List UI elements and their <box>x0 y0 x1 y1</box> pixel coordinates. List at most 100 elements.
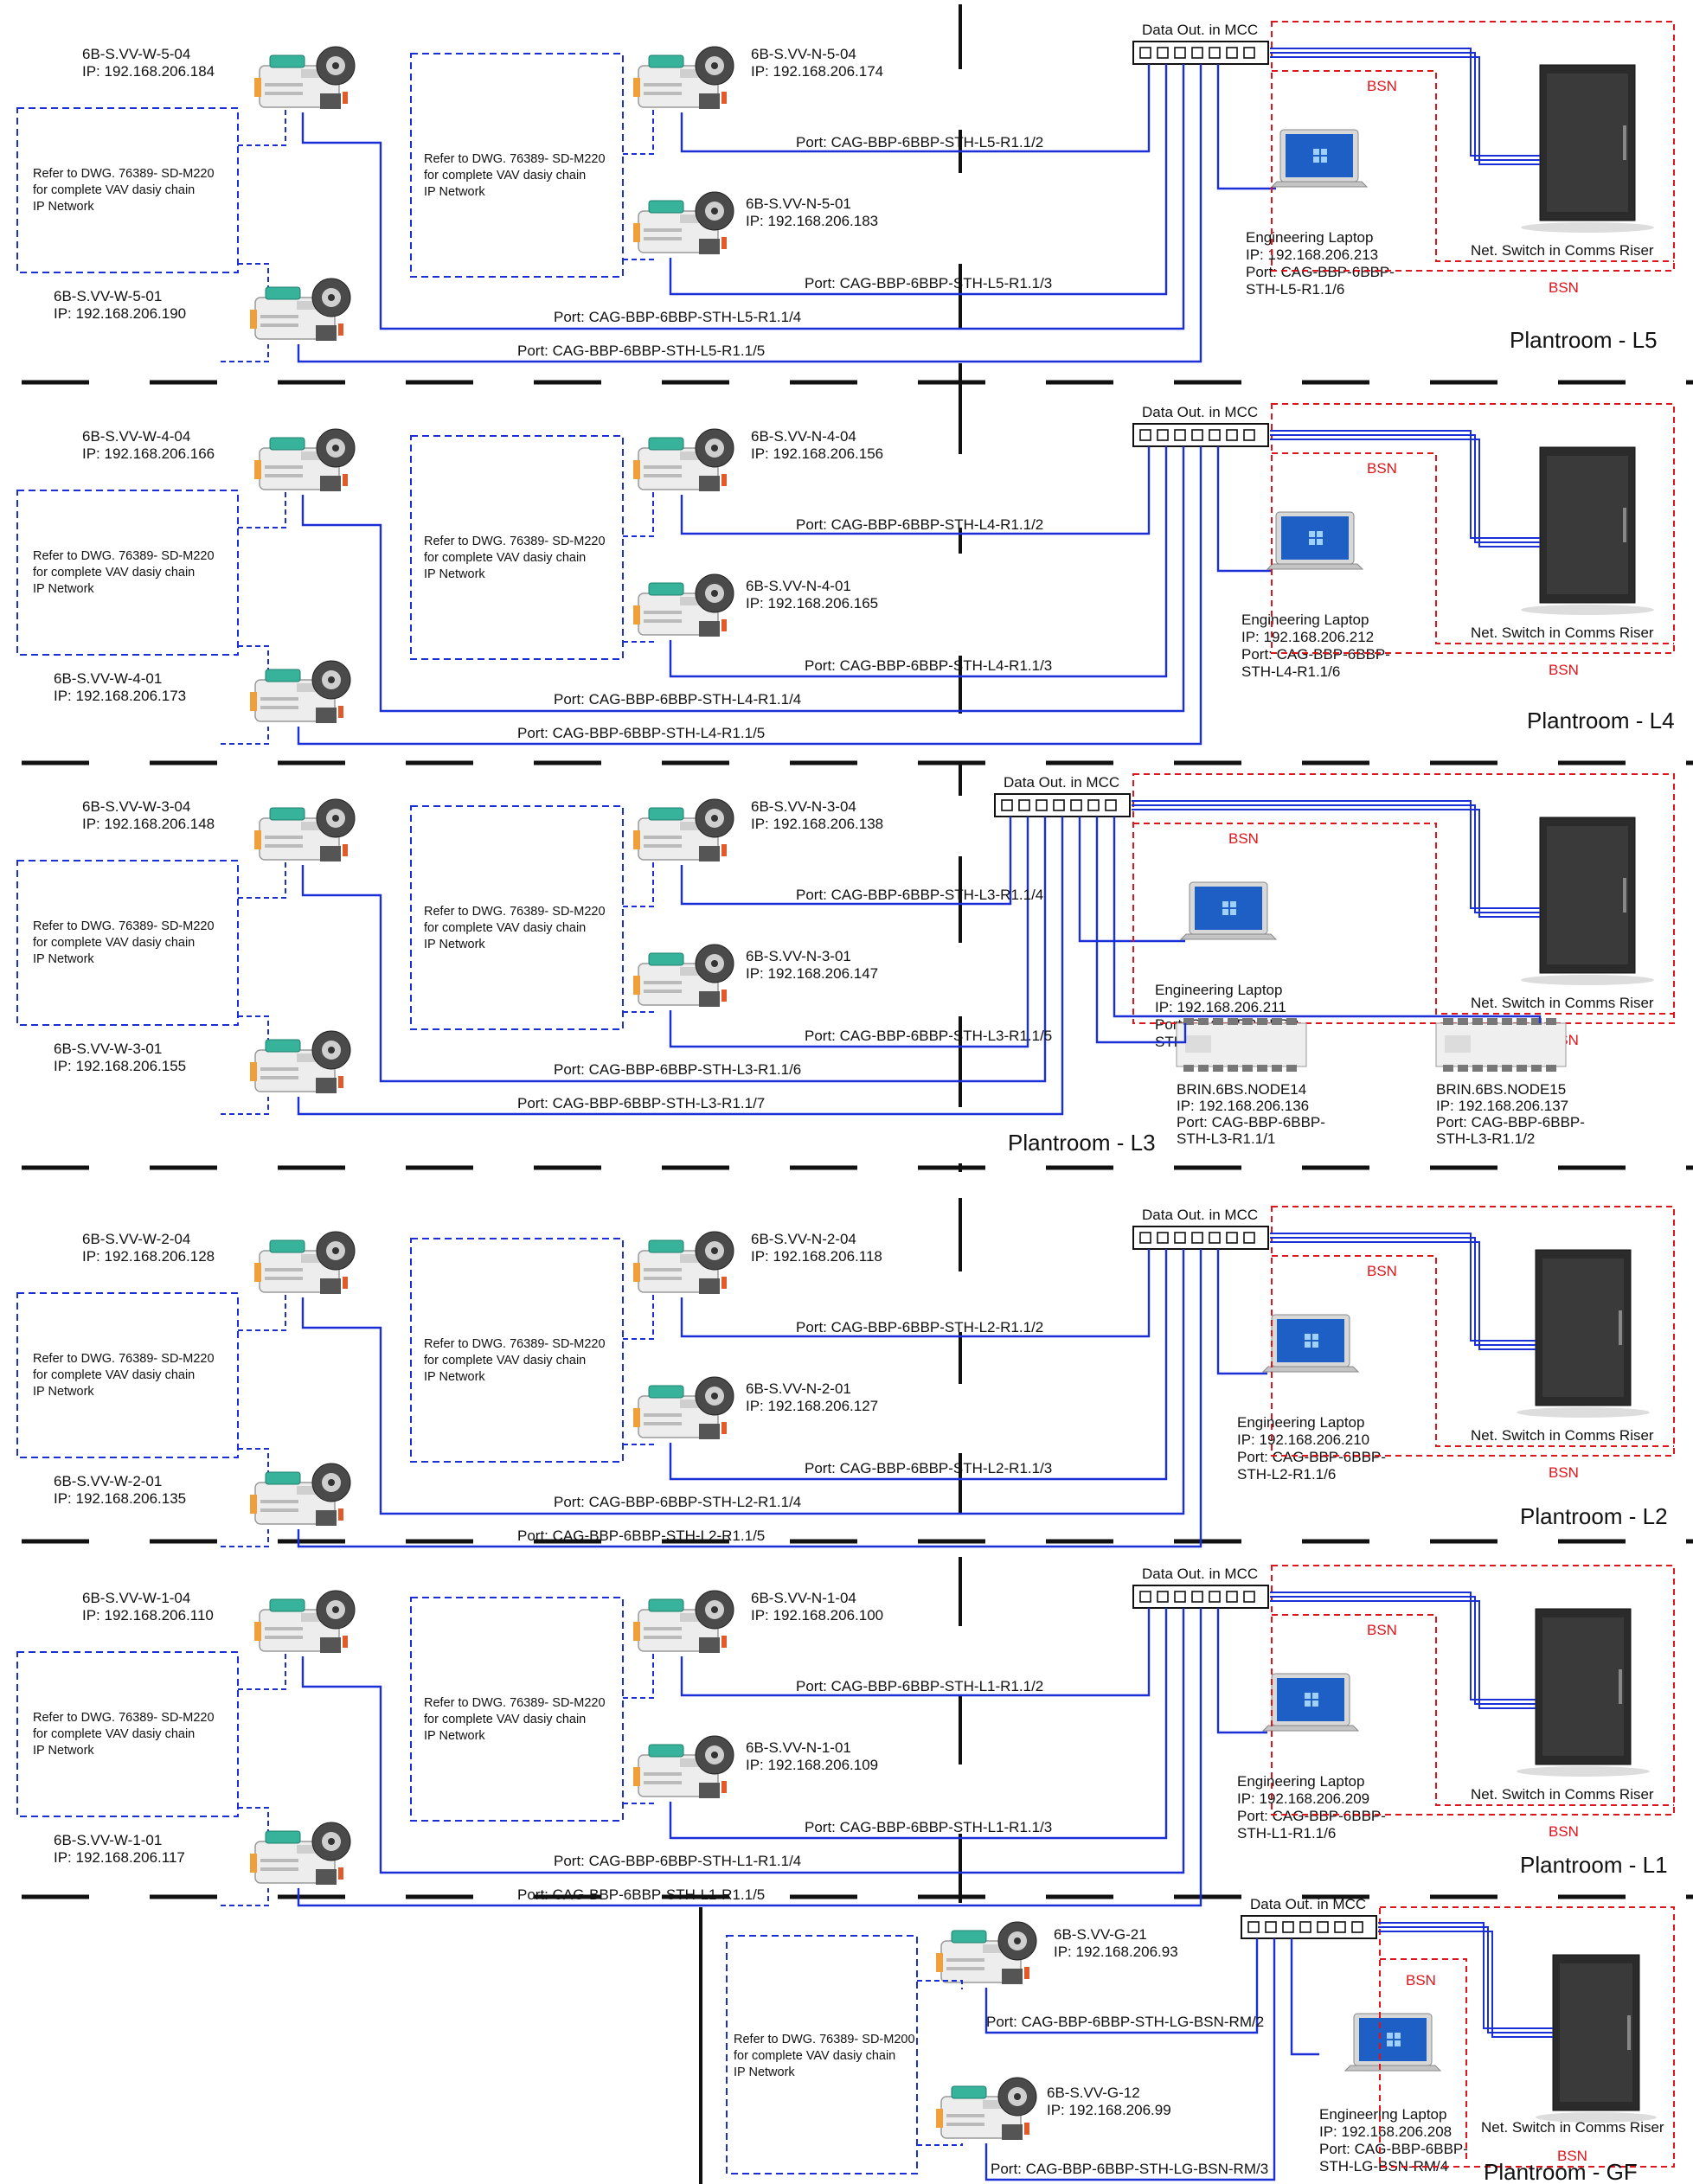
daisy-chain-note: Refer to DWG. 76389- SD-M220 <box>424 905 606 919</box>
daisy-chain-note: IP Network <box>33 1744 94 1758</box>
switch-port <box>1106 800 1116 810</box>
switch-port <box>1175 1592 1185 1602</box>
daisy-link <box>221 727 268 744</box>
network-switch-icon <box>1133 1226 1268 1249</box>
daisy-chain-note: for complete VAV dasiy chain <box>424 551 586 565</box>
connector <box>699 1783 720 1798</box>
mcc-label: Data Out. in MCC <box>1250 1896 1366 1912</box>
daisy-chain-note: IP Network <box>424 1370 485 1384</box>
daisy-link <box>623 256 653 259</box>
laptop-details: Port: CAG-BBP-6BBP- <box>1237 1449 1386 1465</box>
bsn-label: BSN <box>1367 460 1397 477</box>
win-logo <box>1313 157 1319 163</box>
vav-label-w01: IP: 192.168.206.135 <box>54 1490 186 1507</box>
win-logo <box>1317 531 1323 537</box>
actuator-shaft <box>711 1247 718 1254</box>
actuator-shaft <box>1014 2093 1021 2100</box>
daisy-chain-note: for complete VAV dasiy chain <box>734 2049 895 2063</box>
win-logo <box>1312 1342 1318 1348</box>
status-led <box>721 1636 727 1648</box>
cable-laptop <box>1218 446 1272 571</box>
node-terminal <box>1198 1018 1209 1025</box>
vav-controller-icon <box>633 429 734 491</box>
port-label: Port: CAG-BBP-6BBP-STH-L5-R1.1/3 <box>805 275 1052 291</box>
win-logo <box>1395 2040 1401 2046</box>
status-led <box>721 92 727 104</box>
daisy-chain-note: for complete VAV dasiy chain <box>424 921 586 935</box>
node-label <box>1445 1035 1471 1053</box>
laptop-icon <box>1263 1674 1358 1731</box>
laptop-base <box>1263 1367 1358 1372</box>
port-label: Port: CAG-BBP-6BBP-STH-L2-R1.1/4 <box>554 1494 801 1510</box>
daisy-chain-note: for complete VAV dasiy chain <box>33 1368 195 1382</box>
mcc-label: Data Out. in MCC <box>1142 22 1258 38</box>
terminal-block <box>270 808 305 820</box>
switch-port <box>1248 1922 1259 1932</box>
vav-label-n04: 6B-S.VV-N-3-04 <box>751 798 856 815</box>
plantroom-title: Plantroom - L1 <box>1520 1852 1668 1878</box>
daisy-chain-note: Refer to DWG. 76389- SD-M220 <box>424 152 606 166</box>
win-logo <box>1305 1342 1311 1348</box>
laptop-icon <box>1272 130 1367 187</box>
daisy-chain-note: IP Network <box>424 938 485 951</box>
vent <box>644 1636 682 1639</box>
bsn-label: BSN <box>1367 78 1397 94</box>
node-terminal <box>1257 1018 1267 1025</box>
terminal-block <box>270 1599 305 1611</box>
port-label: Port: CAG-BBP-6BBP-STH-L5-R1.1/4 <box>554 309 801 325</box>
connector <box>316 325 337 341</box>
node-terminal <box>1213 1065 1223 1072</box>
rack-handle <box>1619 1669 1622 1704</box>
win-logo <box>1230 909 1236 915</box>
actuator-shaft <box>328 294 335 301</box>
port-label: Port: CAG-BBP-6BBP-STH-L2-R1.1/3 <box>805 1460 1052 1476</box>
vent <box>644 1413 682 1417</box>
laptop-details: IP: 192.168.206.211 <box>1155 999 1286 1015</box>
vent <box>260 1076 298 1079</box>
vav-label-w04: 6B-S.VV-W-1-04 <box>82 1590 190 1606</box>
switch-port <box>1088 800 1099 810</box>
vent <box>265 1268 303 1271</box>
vav-controller-icon <box>633 47 734 109</box>
actuator-shaft <box>711 445 718 452</box>
daisy-link <box>221 1529 268 1547</box>
terminal <box>633 830 640 849</box>
rack-label: Net. Switch in Comms Riser <box>1471 1427 1654 1444</box>
rack-handle <box>1619 1310 1622 1345</box>
switch-port <box>1158 430 1168 440</box>
bsn-label: BSN <box>1549 279 1579 296</box>
switch-port <box>1227 48 1237 58</box>
vent <box>260 323 298 327</box>
vav-label-n04: IP: 192.168.206.100 <box>751 1607 883 1624</box>
vent <box>644 990 682 993</box>
port-label: Port: CAG-BBP-6BBP-STH-L4-R1.1/4 <box>554 691 801 708</box>
node-label: STH-L3-R1.1/1 <box>1177 1130 1275 1147</box>
vav-controller-icon <box>633 1377 734 1439</box>
laptop-screen <box>1277 1678 1344 1721</box>
terminal <box>250 1495 257 1514</box>
node-label: Port: CAG-BBP-6BBP- <box>1436 1114 1585 1130</box>
switch-port <box>1209 1233 1220 1243</box>
switch-port <box>1175 430 1185 440</box>
connector <box>1002 1969 1023 1984</box>
node-terminal <box>1242 1018 1253 1025</box>
cable-laptop <box>1218 64 1276 189</box>
laptop-screen <box>1277 1319 1344 1362</box>
vav-label-n01: 6B-S.VV-N-5-01 <box>746 195 851 212</box>
win-logo <box>1230 901 1236 907</box>
connector <box>316 708 337 723</box>
port-label: Port: CAG-BBP-6BBP-STH-L3-R1.1/5 <box>805 1028 1052 1044</box>
laptop-screen <box>1195 887 1262 930</box>
connector <box>699 1637 720 1653</box>
vav-label-w04: 6B-S.VV-W-5-04 <box>82 46 190 62</box>
daisy-chain-note: IP Network <box>33 1385 94 1399</box>
vav-label-w01: 6B-S.VV-W-5-01 <box>54 288 162 304</box>
port-label: Port: CAG-BBP-6BBP-STH-L4-R1.1/5 <box>517 725 765 741</box>
node-terminal <box>1517 1018 1527 1025</box>
vav-label-n01: 6B-S.VV-N-3-01 <box>746 948 851 964</box>
switch-port <box>1071 800 1081 810</box>
mcc-label: Data Out. in MCC <box>1142 1566 1258 1582</box>
rack-shadow <box>1517 1407 1650 1418</box>
node-terminal <box>1487 1018 1497 1025</box>
